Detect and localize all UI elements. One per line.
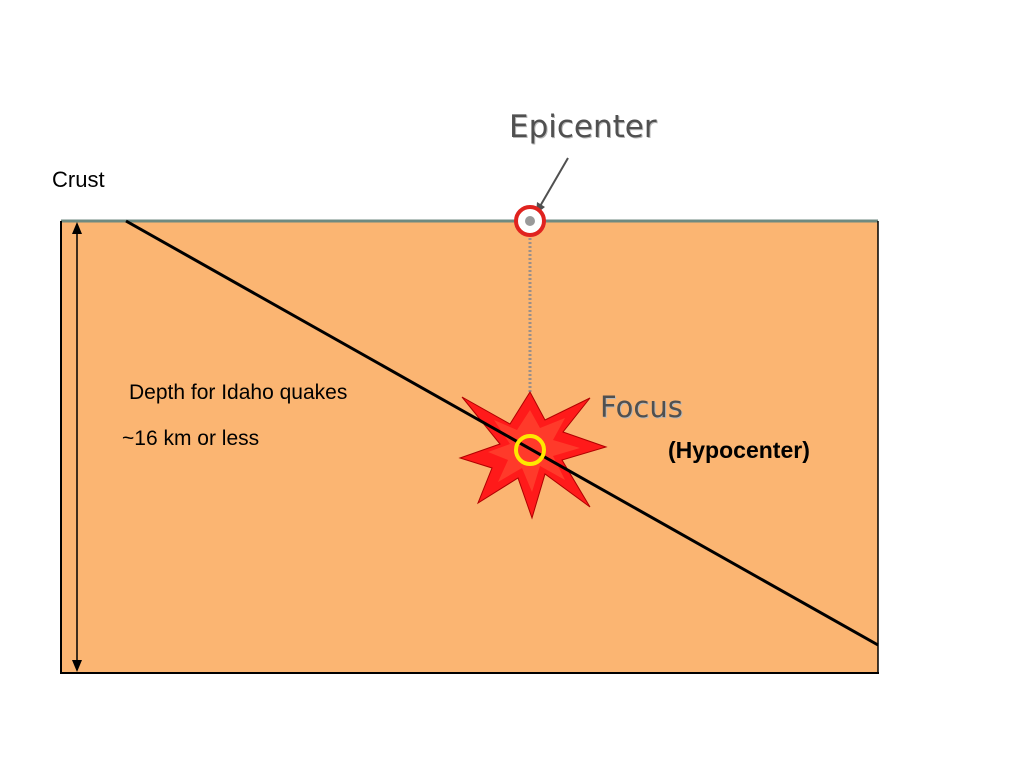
focus-label: Focus xyxy=(600,390,683,424)
depth-value-label: ~16 km or less xyxy=(122,427,260,450)
crust-label: Crust xyxy=(52,167,105,192)
focus-ring-icon xyxy=(514,434,546,466)
depth-title-label: Depth for Idaho quakes xyxy=(129,381,348,404)
crust-block xyxy=(61,221,878,673)
fault-line xyxy=(125,219,879,647)
epicenter-pointer-line xyxy=(538,157,569,209)
hypocenter-label: (Hypocenter) xyxy=(668,437,810,463)
epicenter-label: Epicenter xyxy=(509,109,657,145)
target-ring-icon xyxy=(514,205,546,237)
depth-arrow xyxy=(72,222,82,672)
